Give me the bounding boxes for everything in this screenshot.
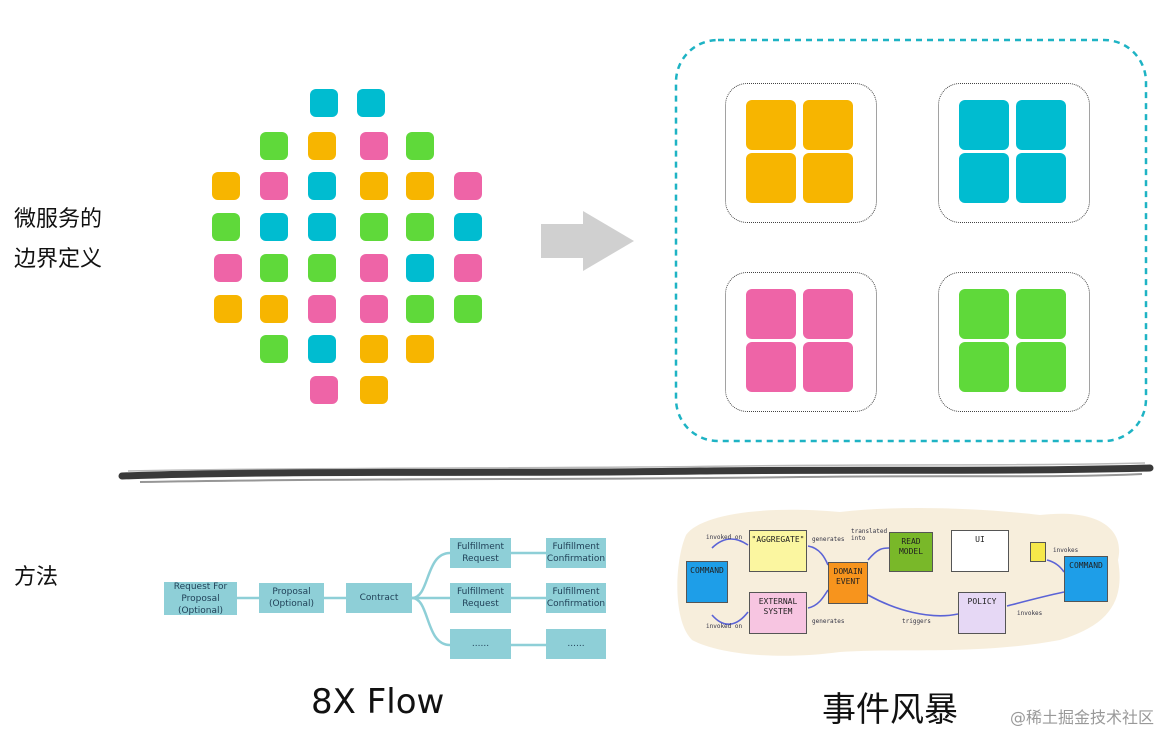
service-tile-orange (308, 132, 336, 160)
service-tile-cyan (454, 213, 482, 241)
context-tile-pink (803, 289, 853, 339)
contract-box: Contract (346, 583, 412, 613)
service-tile-pink (360, 132, 388, 160)
ellipsis-box-2: ...... (546, 629, 606, 659)
policy-note: POLICY (958, 592, 1006, 634)
label-generates-1: generates (812, 536, 845, 543)
service-tile-cyan (308, 335, 336, 363)
service-tile-green (260, 335, 288, 363)
user-icon (1030, 542, 1046, 562)
bounded-context-green (938, 272, 1090, 412)
context-tile-green (1016, 289, 1066, 339)
label-translated-into: translated into (851, 528, 888, 542)
service-tile-green (260, 132, 288, 160)
context-tile-pink (803, 342, 853, 392)
service-tile-green (454, 295, 482, 323)
service-tile-cyan (308, 213, 336, 241)
service-tile-orange (360, 376, 388, 404)
service-tile-cyan (310, 89, 338, 117)
service-tile-pink (454, 172, 482, 200)
service-tile-green (260, 254, 288, 282)
service-tile-orange (406, 335, 434, 363)
label-generates-2: generates (812, 618, 845, 625)
aggregate-note: "AGGREGATE" (749, 530, 807, 572)
service-tile-pink (260, 172, 288, 200)
service-tile-green (406, 213, 434, 241)
fulfillment-confirmation-box-2: Fulfillment Confirmation (546, 583, 606, 613)
label-invokes-2: invokes (1017, 610, 1043, 617)
service-tile-cyan (260, 213, 288, 241)
service-tile-orange (212, 172, 240, 200)
service-tile-pink (454, 254, 482, 282)
service-tile-cyan (308, 172, 336, 200)
context-tile-cyan (1016, 100, 1066, 150)
label-invoked-on-1: invoked on (706, 534, 743, 541)
ui-note: UI (951, 530, 1009, 572)
service-tile-green (406, 295, 434, 323)
service-tile-orange (214, 295, 242, 323)
watermark: @稀土掘金技术社区 (1009, 708, 1154, 727)
context-tile-pink (746, 342, 796, 392)
service-tile-cyan (357, 89, 385, 117)
service-tile-cyan (406, 254, 434, 282)
service-tile-orange (360, 335, 388, 363)
bounded-context-cyan (938, 83, 1090, 223)
fulfillment-request-box-1: Fulfillment Request (450, 538, 511, 568)
context-tile-pink (746, 289, 796, 339)
context-tile-orange (746, 153, 796, 203)
command-note-right: COMMAND (1064, 556, 1108, 602)
service-tile-pink (308, 295, 336, 323)
domain-event-note: DOMAIN EVENT (828, 562, 868, 604)
service-tile-pink (360, 254, 388, 282)
service-tile-green (308, 254, 336, 282)
context-tile-green (959, 289, 1009, 339)
service-tile-pink (310, 376, 338, 404)
label-triggers: triggers (902, 618, 931, 625)
request-for-proposal-box: Request For Proposal (Optional) (164, 582, 237, 616)
caption-event-storming: 事件风暴 (822, 690, 958, 730)
service-tile-orange (406, 172, 434, 200)
context-tile-cyan (959, 153, 1009, 203)
context-tile-orange (803, 100, 853, 150)
bounded-context-orange (725, 83, 877, 223)
external-system-note: EXTERNAL SYSTEM (749, 592, 807, 634)
proposal-box: Proposal (Optional) (259, 583, 324, 613)
context-tile-orange (803, 153, 853, 203)
fulfillment-confirmation-box-1: Fulfillment Confirmation (546, 538, 606, 568)
read-model-note: READ MODEL (889, 532, 933, 572)
context-tile-orange (746, 100, 796, 150)
fulfillment-request-box-2: Fulfillment Request (450, 583, 511, 613)
service-tile-pink (214, 254, 242, 282)
method-label: 方法 (14, 565, 59, 590)
context-tile-green (1016, 342, 1066, 392)
label-invoked-on-2: invoked on (706, 623, 743, 630)
command-note-left: COMMAND (686, 561, 728, 603)
context-tile-cyan (1016, 153, 1066, 203)
service-tile-green (212, 213, 240, 241)
service-tile-green (360, 213, 388, 241)
ellipsis-box-1: ...... (450, 629, 511, 659)
service-tile-green (406, 132, 434, 160)
bounded-context-pink (725, 272, 877, 412)
service-tile-orange (360, 172, 388, 200)
label-invokes-1: invokes (1053, 547, 1079, 554)
context-tile-green (959, 342, 1009, 392)
service-tile-pink (360, 295, 388, 323)
context-tile-cyan (959, 100, 1009, 150)
caption-8x-flow: 8X Flow (311, 682, 445, 722)
boundary-label: 微服务的 边界定义 (14, 207, 103, 272)
service-tile-orange (260, 295, 288, 323)
